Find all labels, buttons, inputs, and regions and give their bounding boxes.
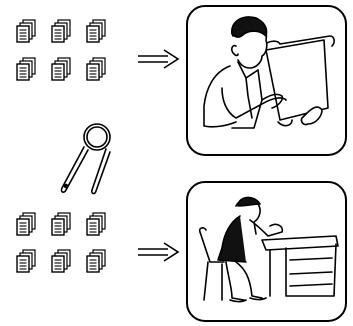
right-arrow-icon: [137, 49, 179, 69]
document-stack-icon: [16, 212, 36, 236]
person-studying-at-desk-icon: [198, 196, 339, 303]
document-stack-icon: [16, 249, 36, 273]
magnifying-glass-icon: [60, 123, 111, 195]
document-stack-icon: [51, 212, 71, 236]
document-stack-icon: [16, 19, 36, 43]
document-stack-icon: [86, 212, 106, 236]
document-stack-icon: [16, 57, 36, 81]
document-stack-icon: [86, 57, 106, 81]
right-arrow-icon: [137, 242, 179, 262]
bottom-document-group: [16, 212, 106, 273]
document-stack-icon: [51, 249, 71, 273]
document-stack-icon: [86, 19, 106, 43]
top-result-panel: [186, 5, 347, 156]
document-stack-icon: [51, 57, 71, 81]
bottom-result-panel: [186, 181, 347, 322]
person-reading-scroll-icon: [203, 16, 335, 129]
document-stack-icon: [51, 19, 71, 43]
document-stack-icon: [86, 249, 106, 273]
top-document-group: [16, 19, 106, 81]
